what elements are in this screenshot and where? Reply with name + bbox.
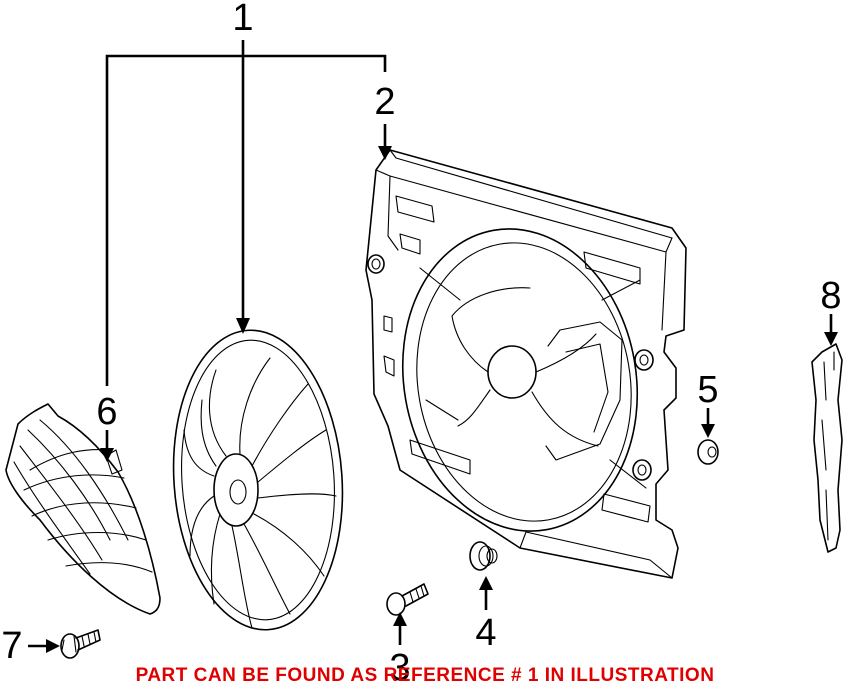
callout-1: 1 [232, 0, 253, 39]
grommet-part-4 [469, 541, 498, 571]
callout-8: 8 [820, 275, 841, 317]
fan-guard-part [5, 403, 161, 615]
reference-notice: PART CAN BE FOUND AS REFERENCE # 1 IN IL… [136, 665, 715, 686]
callout-4: 4 [475, 612, 496, 654]
callout-6: 6 [96, 391, 117, 433]
callout-3: 3 [389, 647, 410, 689]
leader-lines [28, 40, 838, 653]
nut-part-5 [697, 439, 719, 465]
bolt-part-3 [386, 583, 429, 616]
callout-5: 5 [697, 369, 718, 411]
screw-part-7 [60, 629, 101, 659]
callout-7: 7 [1, 625, 22, 667]
callout-2: 2 [374, 81, 395, 123]
fan-blade-part [172, 329, 344, 631]
seal-strip-part-8 [811, 343, 843, 553]
fan-shroud-part [365, 149, 687, 579]
